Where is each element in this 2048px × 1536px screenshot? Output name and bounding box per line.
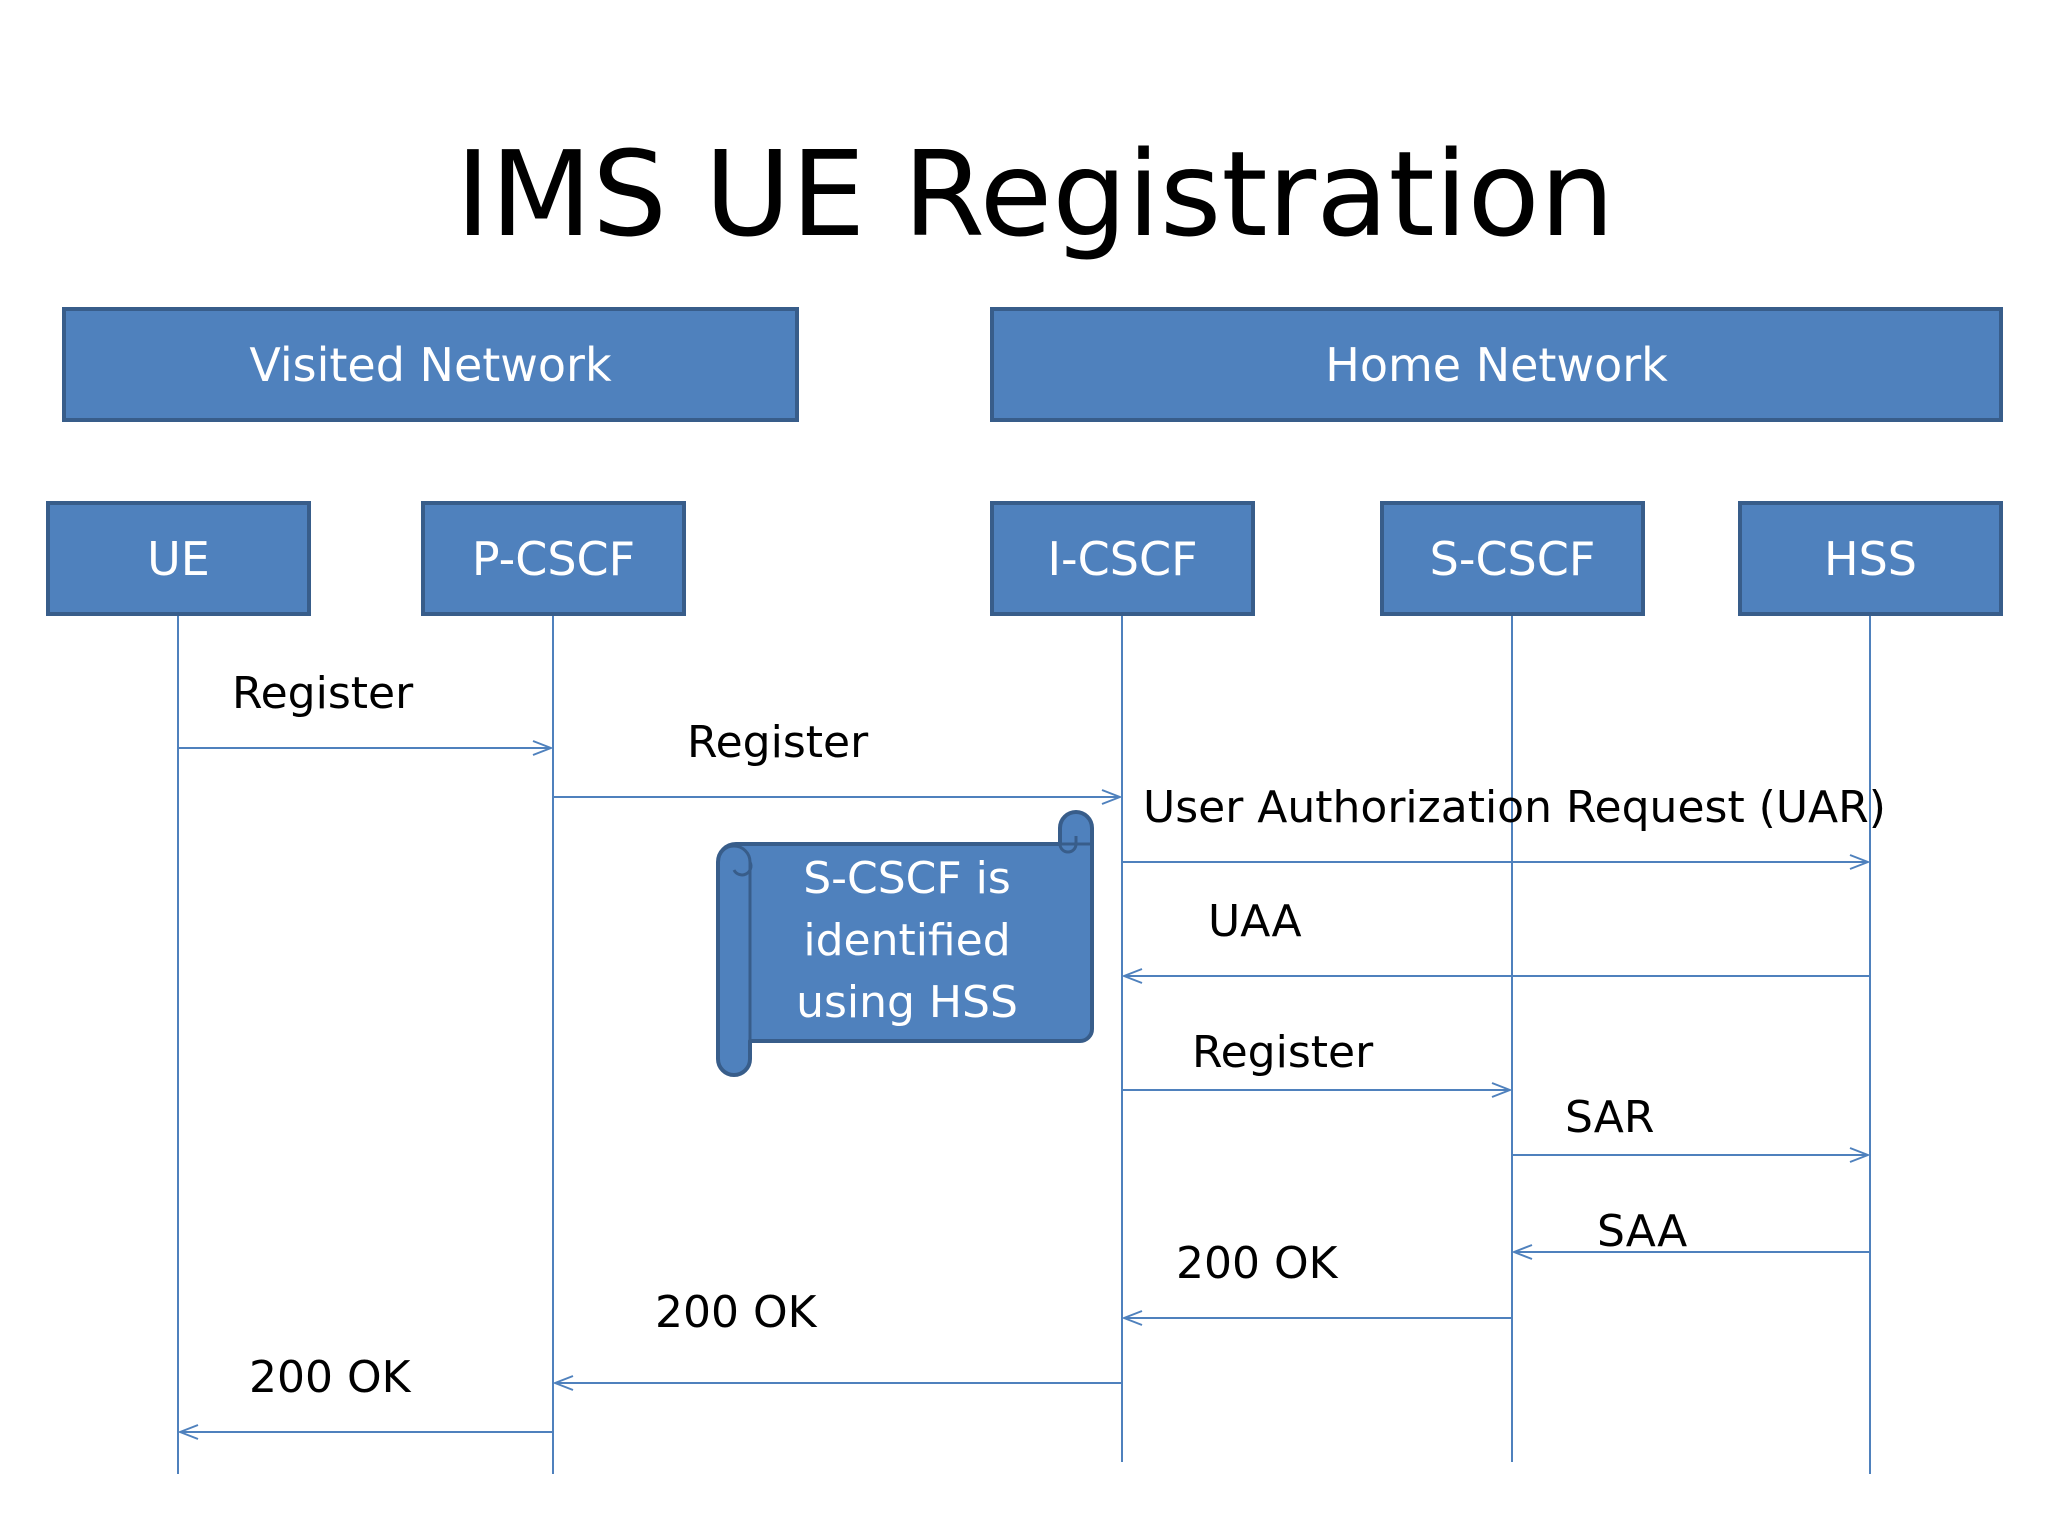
note-line-1: S-CSCF is (803, 853, 1011, 904)
note-line-2: identified (803, 915, 1011, 966)
message-label-register-3: Register (1192, 1027, 1374, 1078)
entity-ue: UE (46, 501, 311, 616)
entity-scscf: S-CSCF (1380, 501, 1645, 616)
message-label-saa: SAA (1597, 1206, 1688, 1257)
message-label-200ok-2: 200 OK (655, 1287, 817, 1338)
page-title: IMS UE Registration (455, 125, 1615, 263)
group-home-network: Home Network (990, 307, 2003, 422)
message-label-200ok-1: 200 OK (1176, 1238, 1338, 1289)
message-label-register-2: Register (687, 717, 869, 768)
message-label-uar: User Authorization Request (UAR) (1143, 782, 1886, 833)
entity-hss: HSS (1738, 501, 2003, 616)
entity-pcscf: P-CSCF (421, 501, 686, 616)
message-label-sar: SAR (1565, 1092, 1655, 1143)
message-label-register-1: Register (232, 668, 414, 719)
message-label-200ok-3: 200 OK (249, 1352, 411, 1403)
entity-icscf: I-CSCF (990, 501, 1255, 616)
note-scroll-shape (716, 810, 1094, 1077)
message-label-uaa: UAA (1208, 896, 1302, 947)
note-line-3: using HSS (796, 977, 1018, 1028)
note-text: S-CSCF is identified using HSS (742, 848, 1072, 1034)
group-visited-network: Visited Network (62, 307, 799, 422)
